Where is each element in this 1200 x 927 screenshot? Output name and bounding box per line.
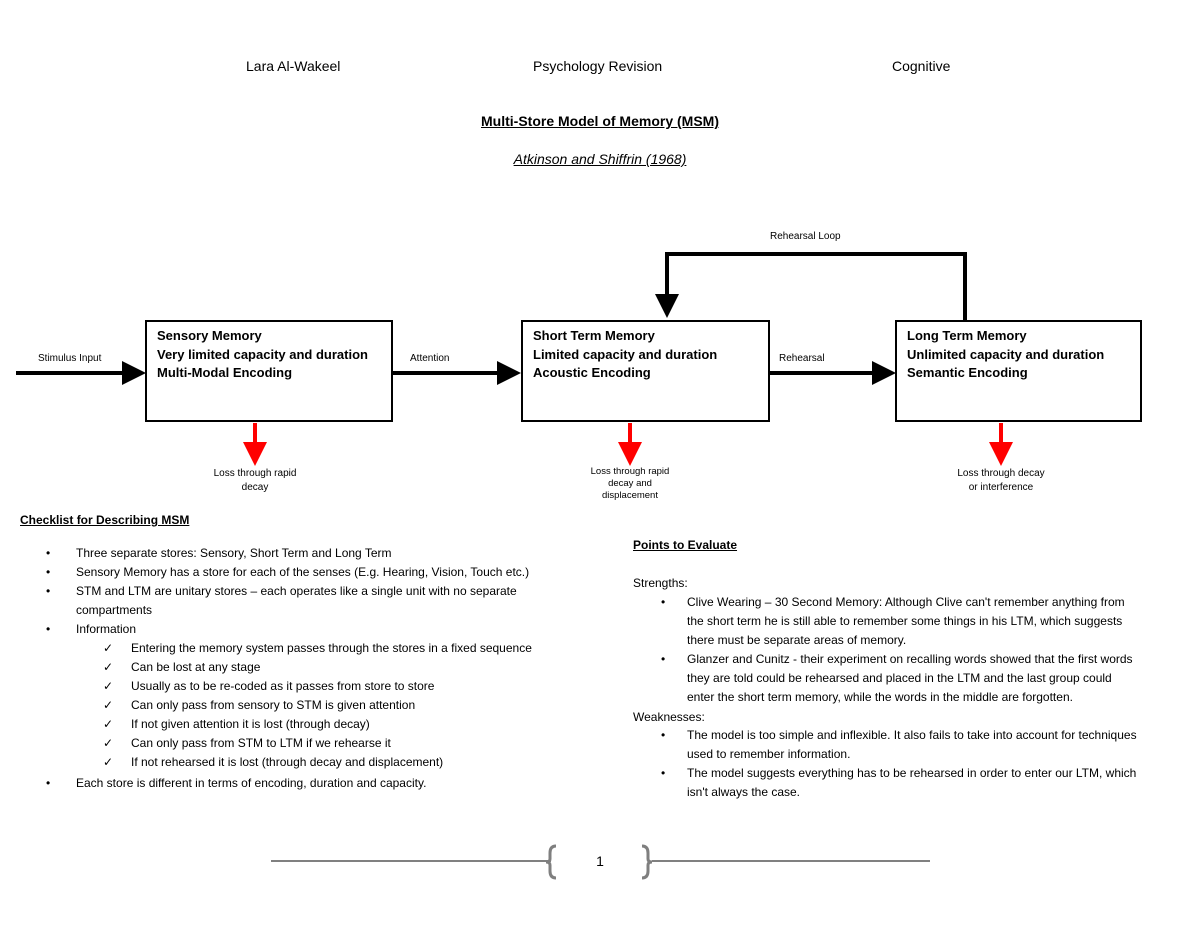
list-item: •Clive Wearing – 30 Second Memory: Altho… — [661, 595, 1125, 609]
rehearsal-loop-line — [655, 252, 967, 321]
check-icon: ✓ — [103, 755, 114, 769]
list-item: •STM and LTM are unitary stores – each o… — [46, 584, 517, 598]
store-encoding: Multi-Modal Encoding — [157, 365, 293, 380]
list-item: •The model suggests everything has to be… — [661, 766, 1137, 780]
attention-label: Attention — [410, 353, 450, 364]
store-encoding: Acoustic Encoding — [533, 365, 651, 380]
list-item: ✓Can only pass from STM to LTM if we reh… — [103, 734, 561, 753]
footer-right-bracket-icon — [641, 844, 653, 880]
sensory-memory-box: Sensory Memory Very limited capacity and… — [145, 320, 393, 422]
store-name: Long Term Memory — [907, 328, 1027, 343]
check-icon: ✓ — [103, 698, 114, 712]
check-icon: ✓ — [103, 717, 114, 731]
ltm-loss-label: Loss through decay or interference — [957, 468, 1045, 493]
strengths-list: •Clive Wearing – 30 Second Memory: Altho… — [661, 593, 1167, 707]
page-subtitle: Atkinson and Shiffrin (1968) — [513, 151, 687, 167]
list-item: •The model is too simple and inflexible.… — [661, 728, 1137, 742]
store-capacity: Limited capacity and duration — [533, 346, 718, 362]
page-number: 1 — [596, 853, 604, 869]
footer-line-left — [271, 860, 551, 862]
store-capacity: Very limited capacity and duration — [157, 346, 368, 362]
memory-model-diagram — [16, 252, 1013, 466]
store-capacity: Unlimited capacity and duration — [907, 346, 1105, 362]
list-item: •Sensory Memory has a store for each of … — [46, 565, 530, 579]
rehearsal-loop-label: Rehearsal Loop — [770, 231, 841, 242]
rehearsal-label: Rehearsal — [779, 353, 825, 364]
list-item: ✓Usually as to be re-coded as it passes … — [103, 677, 561, 696]
stimulus-input-label: Stimulus Input — [38, 353, 102, 364]
list-item: ✓Can only pass from sensory to STM is gi… — [103, 696, 561, 715]
strengths-label: Strengths: — [633, 576, 688, 590]
sensory-loss-label: Loss through rapid decay — [213, 468, 297, 493]
check-icon: ✓ — [103, 736, 114, 750]
long-term-memory-box: Long Term Memory Unlimited capacity and … — [895, 320, 1142, 422]
list-item: •Glanzer and Cunitz - their experiment o… — [661, 652, 1133, 666]
check-icon: ✓ — [103, 679, 114, 693]
list-item: ✓Can be lost at any stage — [103, 658, 561, 677]
checklist-title: Checklist for Describing MSM — [20, 513, 190, 527]
weaknesses-list: •The model is too simple and inflexible.… — [661, 726, 1167, 802]
check-icon: ✓ — [103, 641, 114, 655]
header-author: Lara Al-Wakeel — [246, 58, 341, 74]
page-title: Multi-Store Model of Memory (MSM) — [481, 113, 719, 129]
list-item: •Information — [46, 622, 137, 636]
header-topic: Cognitive — [892, 58, 951, 74]
check-icon: ✓ — [103, 660, 114, 674]
list-item-continued: compartments — [76, 603, 153, 617]
list-item: •Each store is different in terms of enc… — [46, 776, 427, 790]
footer-line-right — [652, 860, 930, 862]
store-name: Short Term Memory — [533, 328, 655, 343]
list-item: ✓If not given attention it is lost (thro… — [103, 715, 561, 734]
stm-loss-label: Loss through rapid decay and displacemen… — [590, 466, 670, 501]
header-subject: Psychology Revision — [533, 58, 663, 74]
list-item: ✓Entering the memory system passes throu… — [103, 639, 561, 658]
weaknesses-label: Weaknesses: — [633, 710, 705, 724]
list-item: •Three separate stores: Sensory, Short T… — [46, 546, 392, 560]
footer-left-bracket-icon — [545, 844, 557, 880]
evaluation-title: Points to Evaluate — [633, 538, 738, 552]
store-encoding: Semantic Encoding — [907, 365, 1028, 380]
checklist-sublist: ✓Entering the memory system passes throu… — [103, 639, 561, 772]
checklist-last: •Each store is different in terms of enc… — [46, 774, 556, 793]
checklist-list: •Three separate stores: Sensory, Short T… — [46, 544, 556, 639]
short-term-memory-box: Short Term Memory Limited capacity and d… — [521, 320, 770, 422]
store-name: Sensory Memory — [157, 328, 262, 343]
list-item: ✓If not rehearsed it is lost (through de… — [103, 753, 561, 772]
